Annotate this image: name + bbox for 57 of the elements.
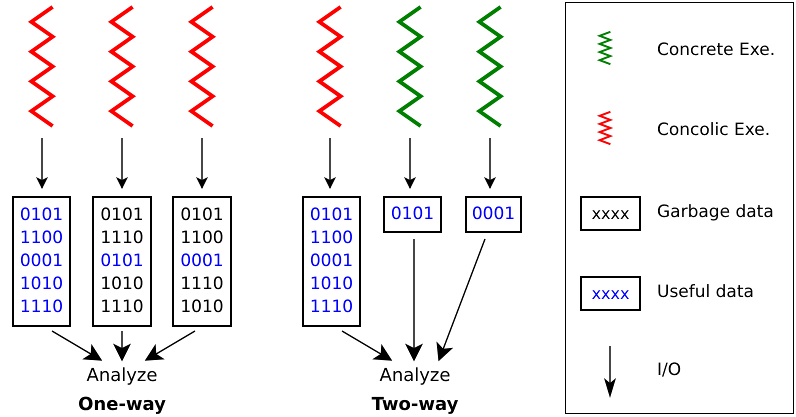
- data-box: [172, 196, 232, 327]
- arrow: [404, 138, 416, 189]
- binary-value: 1110: [310, 296, 354, 319]
- arrow: [342, 330, 392, 361]
- binary-value: 1110: [180, 273, 224, 296]
- process-label: Analyze: [365, 364, 465, 388]
- legend-label: Concolic Exe.: [657, 119, 770, 142]
- arrow: [116, 138, 128, 189]
- binary-value: 1100: [20, 227, 64, 250]
- legend-label: Useful data: [657, 281, 754, 304]
- binary-value: 0001: [472, 203, 516, 226]
- legend-label: I/O: [657, 359, 682, 382]
- caption: Two-way: [370, 394, 460, 416]
- binary-value: 1110: [100, 227, 144, 250]
- binary-value: 1010: [20, 273, 64, 296]
- binary-value: 0101: [100, 250, 144, 273]
- zigzag-line: [317, 5, 343, 128]
- legend-label: Concrete Exe.: [657, 39, 776, 62]
- data-box: [12, 196, 71, 327]
- arrow: [484, 138, 496, 189]
- binary-value: 0101: [310, 204, 354, 227]
- process-label: Analyze: [72, 364, 172, 388]
- arrow: [324, 138, 336, 189]
- arrow: [405, 239, 423, 362]
- zigzag-line: [477, 5, 503, 128]
- binary-value: 1010: [180, 296, 224, 319]
- zigzag-line: [109, 5, 135, 128]
- legend-label: Garbage data: [657, 201, 774, 224]
- data-box: [465, 196, 522, 233]
- binary-value: 0101: [100, 204, 144, 227]
- zigzag-line: [189, 5, 215, 128]
- binary-value: 0101: [20, 204, 64, 227]
- binary-value: 1110: [20, 296, 64, 319]
- zigzag-line: [397, 5, 423, 128]
- binary-value: 1110: [100, 296, 144, 319]
- binary-value: 0101: [180, 204, 224, 227]
- binary-value: 1010: [310, 273, 354, 296]
- data-box: [383, 196, 442, 233]
- binary-value: 0001: [180, 250, 224, 273]
- arrow: [52, 330, 102, 361]
- zigzag-line: [29, 5, 55, 128]
- arrow: [144, 330, 196, 361]
- caption: One-way: [77, 394, 167, 416]
- binary-value: 0001: [20, 250, 64, 273]
- arrow: [36, 138, 48, 189]
- data-box: [302, 196, 361, 327]
- legend-sample-box: xxxx: [580, 196, 641, 231]
- binary-value: 0001: [310, 250, 354, 273]
- arrow: [436, 238, 486, 362]
- binary-value: 1100: [310, 227, 354, 250]
- arrow: [113, 331, 131, 362]
- binary-value: 0101: [390, 203, 434, 226]
- binary-value: 1010: [100, 273, 144, 296]
- binary-value: 1100: [180, 227, 224, 250]
- legend-sample-box: xxxx: [580, 276, 641, 311]
- arrow: [196, 138, 208, 189]
- data-box: [92, 196, 152, 327]
